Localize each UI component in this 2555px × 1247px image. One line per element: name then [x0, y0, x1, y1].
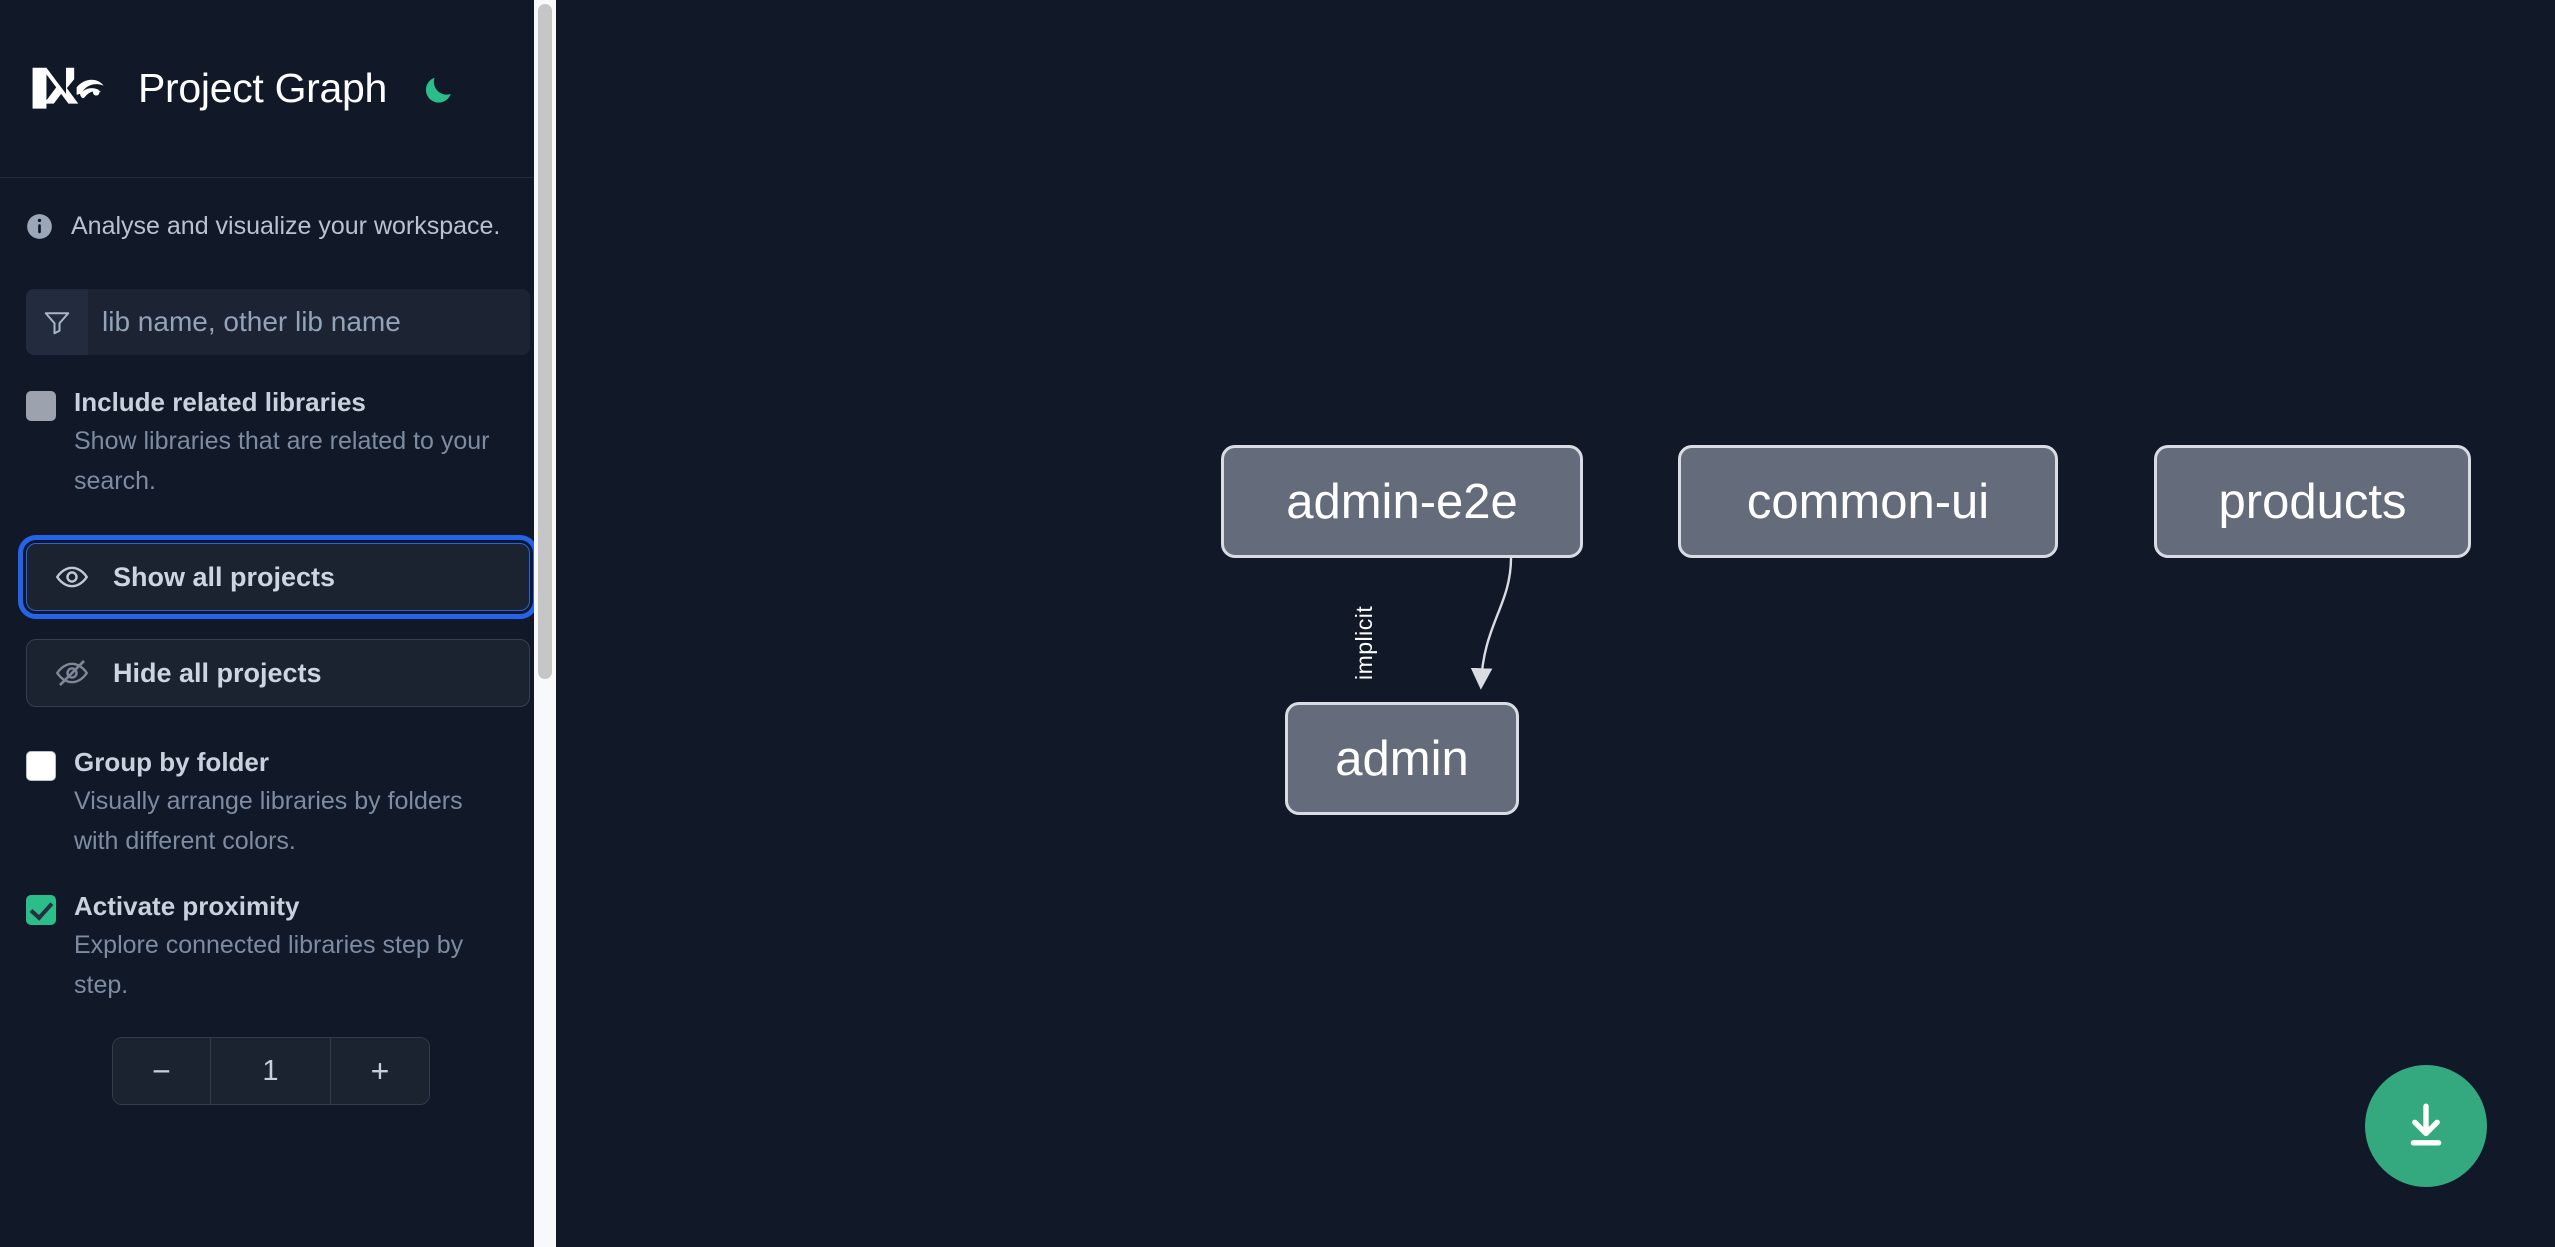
sidebar-scrollbar-track[interactable] [534, 0, 556, 1247]
sidebar-header: Project Graph [0, 0, 556, 178]
option-text-group: Include related libraries Show libraries… [74, 385, 530, 501]
graph-canvas[interactable]: implicit implicit admin-e2e common-ui pr… [556, 0, 2555, 1247]
hide-all-projects-button[interactable]: Hide all projects [26, 639, 530, 707]
filter-icon [26, 289, 88, 355]
proximity-value: 1 [211, 1038, 331, 1104]
download-graph-button[interactable] [2365, 1065, 2487, 1187]
proximity-stepper-wrap: − 1 + [0, 1037, 556, 1105]
sidebar-scrollbar-thumb[interactable] [538, 4, 552, 679]
include-related-libraries-checkbox[interactable] [26, 391, 56, 421]
graph-node-products[interactable]: products [2154, 445, 2471, 558]
graph-node-admin-e2e[interactable]: admin-e2e [1221, 445, 1583, 558]
hide-all-projects-label: Hide all projects [113, 657, 322, 688]
nx-logo [32, 67, 104, 109]
search-section [0, 289, 556, 355]
graph-node-common-ui[interactable]: common-ui [1678, 445, 2058, 558]
include-related-libraries-description: Show libraries that are related to your … [74, 427, 490, 495]
show-all-projects-wrap: Show all projects [0, 535, 556, 619]
activate-proximity-description: Explore connected libraries step by step… [74, 931, 464, 999]
option-text-group: Activate proximity Explore connected lib… [74, 889, 530, 1005]
search-box[interactable] [26, 289, 530, 355]
graph-node-admin[interactable]: admin [1285, 702, 1519, 815]
activate-proximity-label: Activate proximity [74, 891, 300, 921]
search-input[interactable] [88, 289, 530, 355]
eye-slash-icon [53, 654, 91, 692]
show-all-projects-label: Show all projects [113, 561, 336, 592]
eye-glyph [55, 566, 89, 588]
sidebar: Project Graph Analyse and visualize your… [0, 0, 556, 1247]
option-activate-proximity[interactable]: Activate proximity Explore connected lib… [0, 889, 556, 1005]
moon-icon[interactable] [417, 68, 459, 110]
page-title: Project Graph [138, 65, 388, 111]
moon-glyph [426, 77, 451, 103]
workspace-info: Analyse and visualize your workspace. [0, 178, 556, 274]
edge-label-admin-e2e-to-admin: implicit [1351, 605, 1377, 680]
download-icon [2410, 1103, 2442, 1146]
option-group-by-folder[interactable]: Group by folder Visually arrange librari… [0, 745, 556, 861]
activate-proximity-checkbox[interactable] [26, 895, 56, 925]
workspace-info-text: Analyse and visualize your workspace. [71, 211, 501, 240]
option-include-related-libraries[interactable]: Include related libraries Show libraries… [0, 385, 556, 501]
group-by-folder-description: Visually arrange libraries by folders wi… [74, 787, 463, 855]
option-text-group: Group by folder Visually arrange librari… [74, 745, 530, 861]
group-by-folder-checkbox[interactable] [26, 751, 56, 781]
include-related-libraries-label: Include related libraries [74, 387, 366, 417]
show-all-projects-button[interactable]: Show all projects [18, 535, 538, 619]
proximity-decrement-button[interactable]: − [113, 1038, 211, 1104]
edge-admin-e2e-to-admin [1470, 557, 1513, 690]
group-by-folder-label: Group by folder [74, 747, 269, 777]
info-icon [27, 213, 52, 239]
filter-glyph [44, 312, 70, 335]
hide-all-projects-wrap: Hide all projects [0, 639, 556, 707]
proximity-stepper: − 1 + [112, 1037, 430, 1105]
eye-icon [53, 558, 91, 596]
eye-slash-glyph [55, 660, 89, 686]
proximity-increment-button[interactable]: + [331, 1038, 429, 1104]
graph-edges [1470, 557, 1513, 690]
